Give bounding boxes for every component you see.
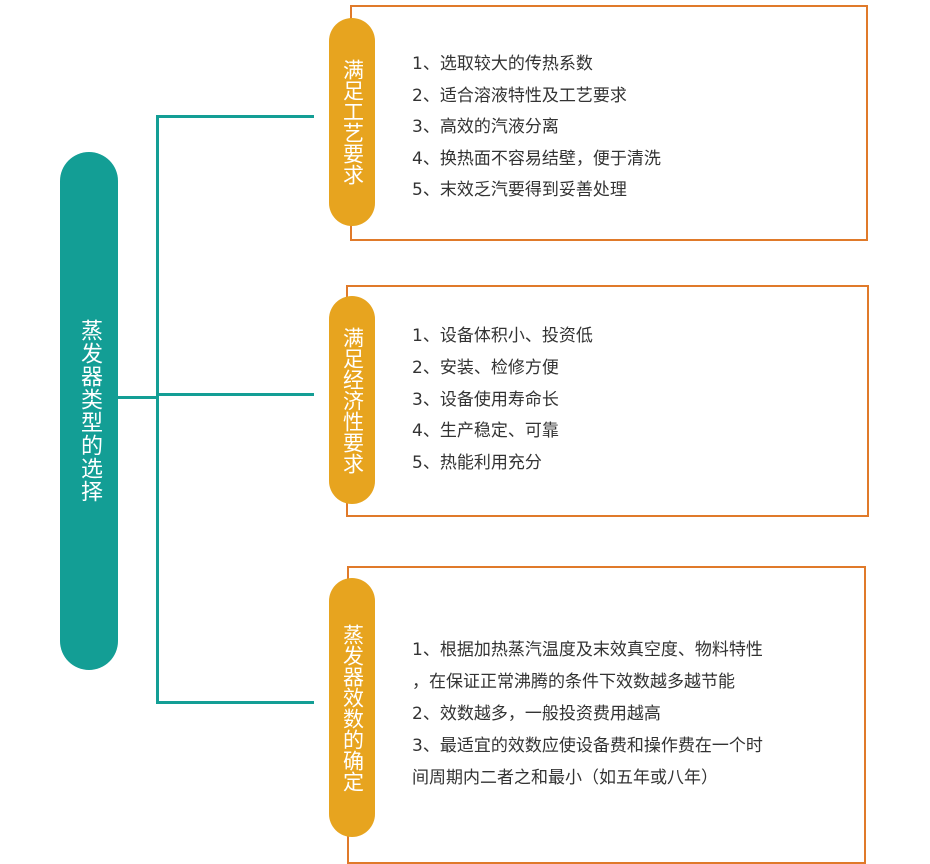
branch-card-1 [350,5,868,241]
list-item: 间周期内二者之和最小（如五年或八年） [412,767,718,788]
list-item: 2、适合溶液特性及工艺要求 [412,85,627,106]
connector-root-stub [118,396,158,399]
branch-items-3: 1、根据加热蒸汽温度及末效真空度、物料特性 ，在保证正常沸腾的条件下效数越多越节… [412,635,763,795]
branch-card-2 [346,285,869,517]
list-item: 3、最适宜的效数应使设备费和操作费在一个时 [412,735,763,756]
branch-label-2: 满足经济性要求 [340,326,365,474]
connector-trunk [156,115,159,704]
list-item: 1、选取较大的传热系数 [412,54,593,74]
list-item: 5、热能利用充分 [412,453,542,474]
list-item: 4、生产稳定、可靠 [412,421,559,442]
list-item: ，在保证正常沸腾的条件下效数越多越节能 [412,671,735,692]
connector-branch-2 [156,393,314,396]
branch-items-1: 1、选取较大的传热系数 2、适合溶液特性及工艺要求 3、高效的汽液分离 4、换热… [412,49,661,207]
branch-label-1: 满足工艺要求 [340,59,365,185]
list-item: 1、设备体积小、投资低 [412,326,593,346]
list-item: 3、设备使用寿命长 [412,389,559,410]
root-title: 蒸发器类型的选择 [77,319,102,503]
branch-card-3 [347,566,866,864]
connector-branch-3 [156,701,314,704]
branch-tag-2: 满足经济性要求 [329,296,375,504]
connector-branch-1 [156,115,314,118]
list-item: 4、换热面不容易结壁，便于清洗 [412,148,661,169]
branch-items-2: 1、设备体积小、投资低 2、安装、检修方便 3、设备使用寿命长 4、生产稳定、可… [412,321,593,480]
list-item: 3、高效的汽液分离 [412,117,559,137]
branch-tag-1: 满足工艺要求 [329,18,375,226]
branch-label-3: 蒸发器效数的确定 [340,623,365,792]
list-item: 2、效数越多，一般投资费用越高 [412,703,661,724]
list-item: 1、根据加热蒸汽温度及末效真空度、物料特性 [412,640,763,660]
list-item: 5、末效乏汽要得到妥善处理 [412,180,627,200]
root-node: 蒸发器类型的选择 [60,152,118,670]
branch-tag-3: 蒸发器效数的确定 [329,578,375,837]
list-item: 2、安装、检修方便 [412,357,559,378]
